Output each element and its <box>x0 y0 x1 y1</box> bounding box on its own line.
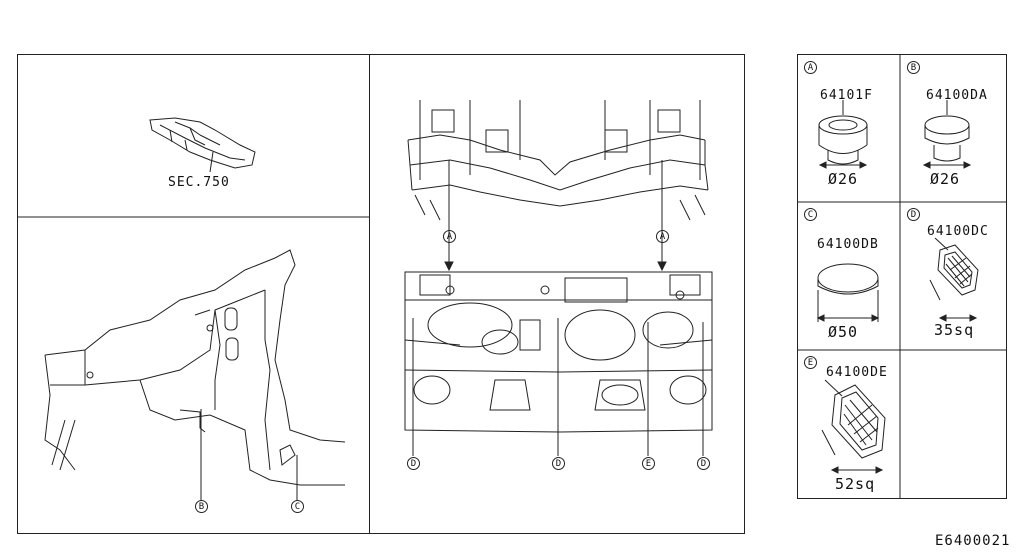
dimension-b: Ø26 <box>930 170 961 188</box>
callout-e: E <box>642 457 655 470</box>
dimension-c: Ø50 <box>828 323 859 341</box>
callout-a-left: A <box>443 230 456 243</box>
part-number-a: 64101F <box>820 88 873 103</box>
arrow-a-right <box>657 261 667 272</box>
parts-legend-frame <box>797 54 1007 499</box>
callout-d-left: D <box>407 457 420 470</box>
callout-d-right: D <box>697 457 710 470</box>
dimension-a: Ø26 <box>828 170 859 188</box>
dimension-e: 52sq <box>835 475 876 493</box>
mesh-d-illustration <box>929 237 979 322</box>
grommet-a-illustration <box>818 100 868 169</box>
part-number-e: 64100DE <box>826 365 888 380</box>
part-number-d: 64100DC <box>927 224 989 239</box>
side-member-illustration <box>44 249 346 486</box>
legend-key-d: D <box>907 208 920 221</box>
legend-key-a: A <box>804 61 817 74</box>
callout-d-mid: D <box>552 457 565 470</box>
arrow-a-left <box>444 261 454 272</box>
mesh-e-illustration <box>821 379 886 474</box>
cowl-top-illustration <box>407 100 709 221</box>
legend-key-b: B <box>907 61 920 74</box>
seal-c-illustration <box>816 263 880 322</box>
sec750-part-illustration <box>149 117 256 173</box>
plug-b-illustration <box>922 100 972 169</box>
callout-c: C <box>291 500 304 513</box>
callout-b: B <box>195 500 208 513</box>
part-number-c: 64100DB <box>817 237 879 252</box>
center-diagram-frame <box>369 54 745 534</box>
diagram-code: E6400021 <box>935 533 1011 549</box>
legend-key-e: E <box>804 356 817 369</box>
section-reference-label: SEC.750 <box>168 175 230 190</box>
part-number-b: 64100DA <box>926 88 988 103</box>
dimension-d: 35sq <box>934 321 975 339</box>
legend-key-c: C <box>804 208 817 221</box>
callout-a-right: A <box>656 230 669 243</box>
